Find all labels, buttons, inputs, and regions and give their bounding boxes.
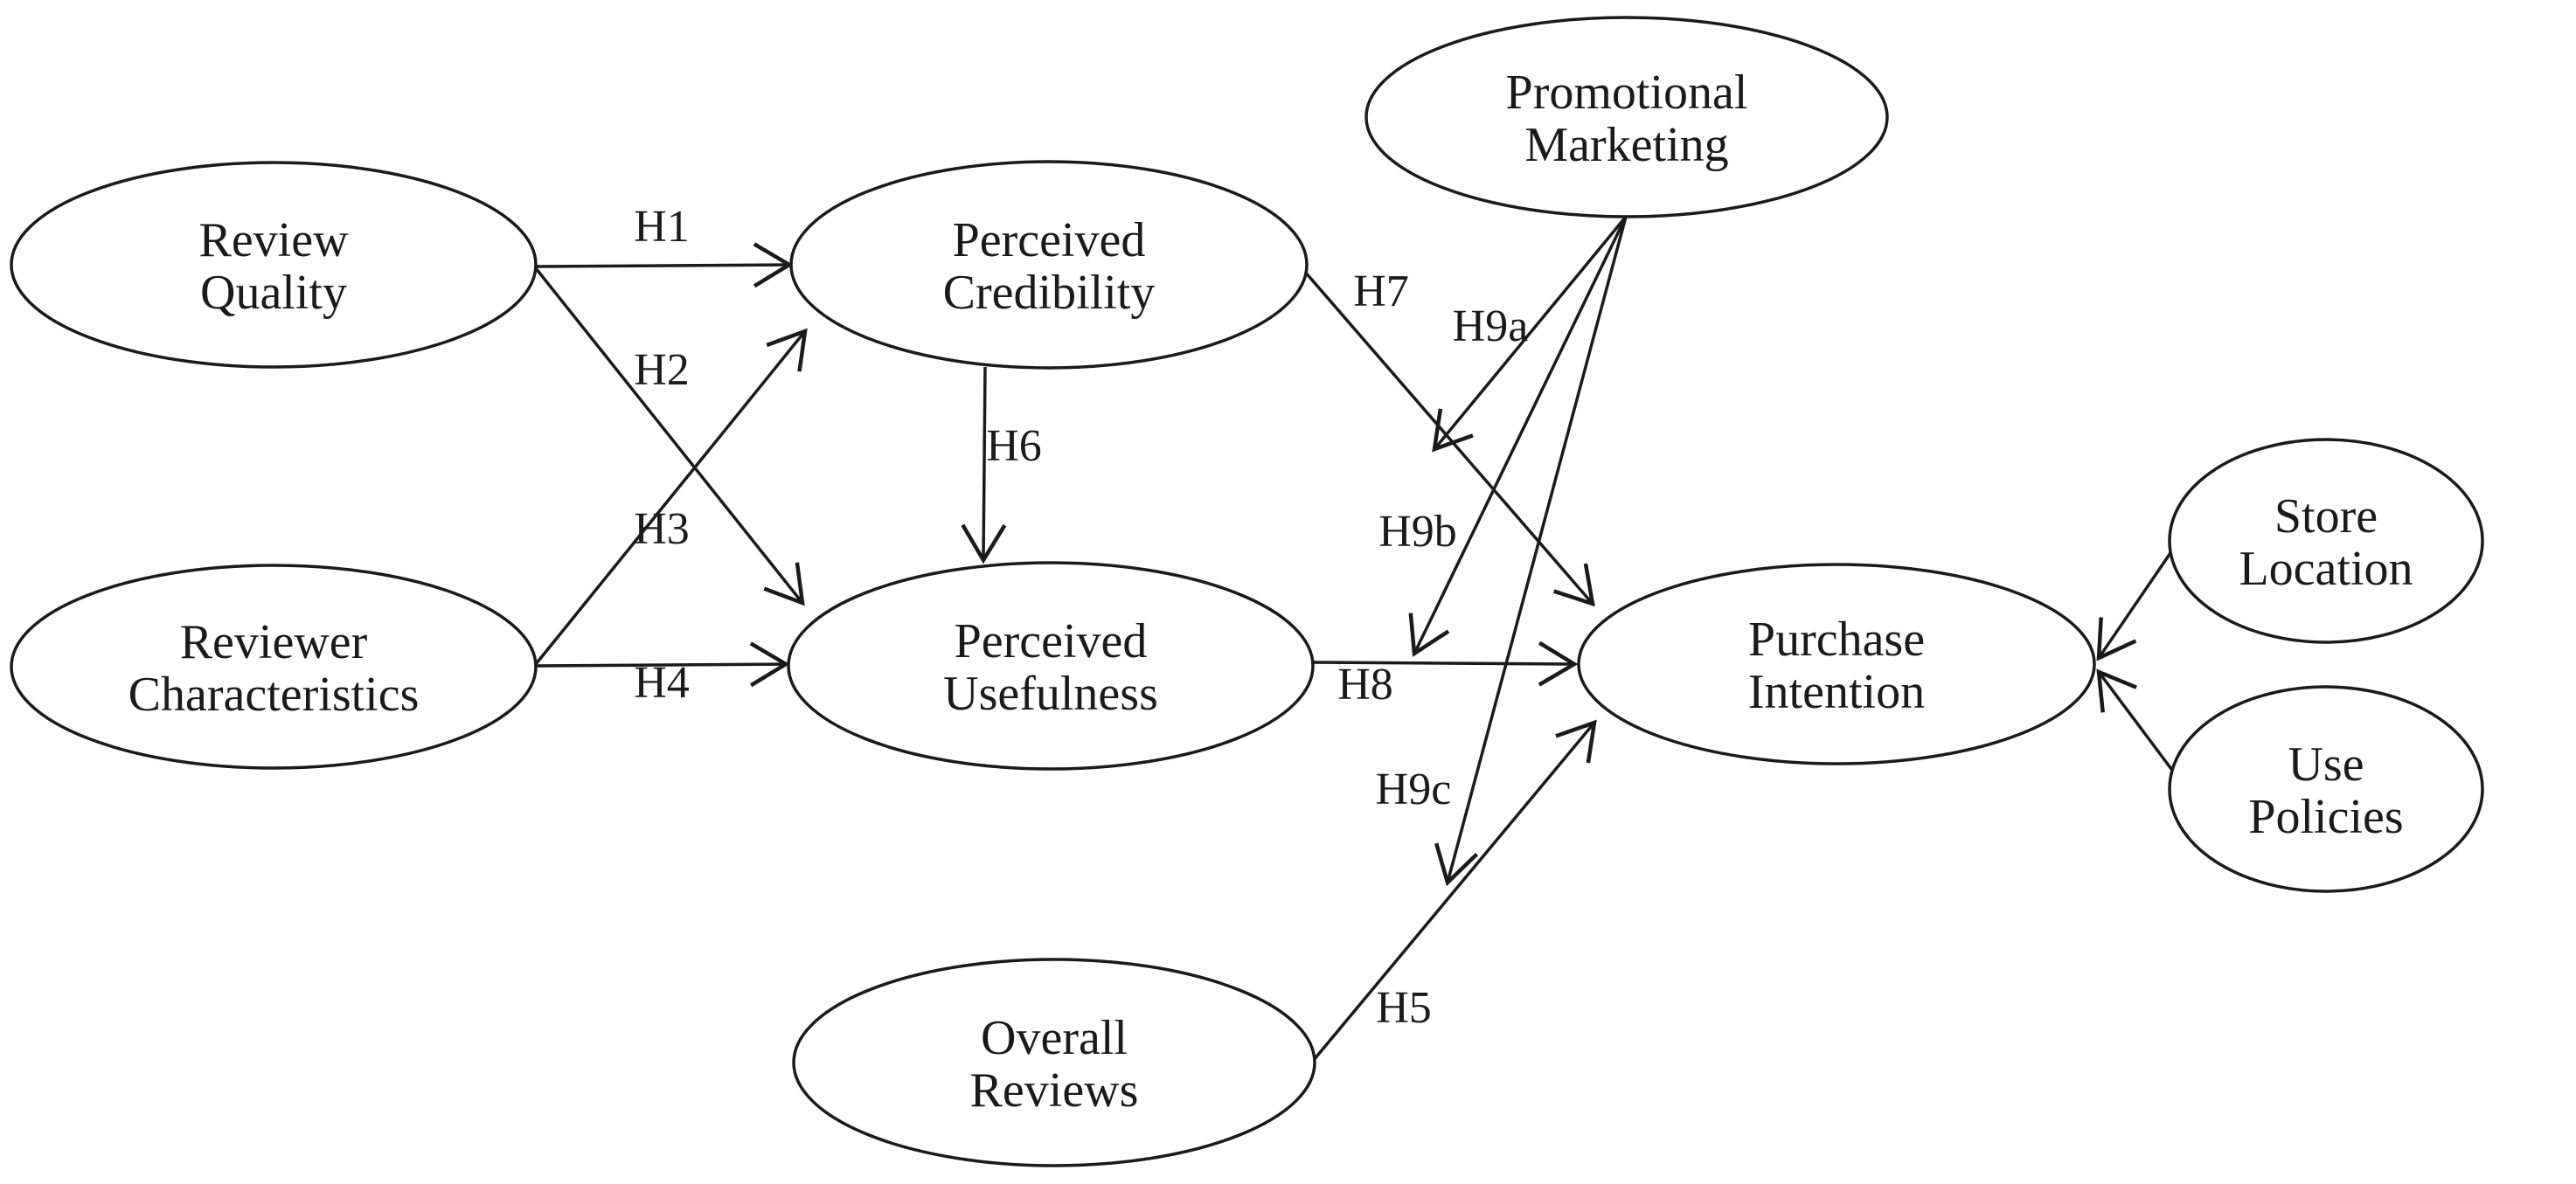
node-overall-reviews: Overall Reviews bbox=[792, 958, 1316, 1167]
label-h7: H7 bbox=[1353, 267, 1409, 316]
perceived-usefulness-label-line1: Perceived bbox=[955, 614, 1148, 668]
nodes-layer: Review Quality Reviewer Characteristics … bbox=[10, 16, 2484, 1167]
node-purchase-intention: Purchase Intention bbox=[1577, 563, 2096, 765]
label-h9b: H9b bbox=[1378, 507, 1457, 557]
review-quality-label-line1: Review bbox=[198, 213, 349, 267]
arrow-h3 bbox=[534, 328, 808, 666]
label-h8: H8 bbox=[1337, 660, 1393, 710]
node-use-policies: Use Policies bbox=[2168, 685, 2484, 893]
edges-layer bbox=[534, 215, 2176, 1062]
label-h5: H5 bbox=[1376, 983, 1432, 1033]
review-quality-ellipse bbox=[10, 161, 538, 369]
reviewer-characteristics-ellipse bbox=[10, 564, 538, 770]
arrow-h1 bbox=[535, 242, 794, 288]
overall-reviews-label-line2: Reviews bbox=[970, 1063, 1139, 1118]
promotional-marketing-label-line2: Marketing bbox=[1524, 118, 1728, 172]
overall-reviews-ellipse bbox=[792, 958, 1316, 1167]
promotional-marketing-ellipse bbox=[1364, 16, 1889, 218]
arrow-store-location bbox=[2096, 547, 2176, 661]
label-h2: H2 bbox=[634, 345, 690, 395]
node-reviewer-characteristics: Reviewer Characteristics bbox=[10, 564, 538, 770]
arrow-h8 bbox=[1312, 640, 1579, 687]
perceived-usefulness-label-line2: Usefulness bbox=[943, 667, 1158, 721]
use-policies-ellipse bbox=[2168, 685, 2484, 893]
purchase-intention-label-line2: Intention bbox=[1748, 665, 1925, 719]
overall-reviews-label-line1: Overall bbox=[981, 1011, 1128, 1065]
node-perceived-credibility: Perceived Credibility bbox=[789, 160, 1309, 370]
arrow-h6 bbox=[961, 366, 1007, 564]
use-policies-label-line1: Use bbox=[2288, 737, 2364, 792]
arrow-use-policies bbox=[2096, 668, 2176, 774]
reviewer-characteristics-label-line1: Reviewer bbox=[180, 615, 368, 669]
arrow-h9a bbox=[1432, 215, 1628, 453]
node-store-location: Store Location bbox=[2168, 438, 2484, 644]
node-review-quality: Review Quality bbox=[10, 161, 538, 369]
node-promotional-marketing: Promotional Marketing bbox=[1364, 16, 1889, 218]
label-h6: H6 bbox=[986, 421, 1042, 471]
perceived-credibility-ellipse bbox=[789, 160, 1309, 370]
arrow-h2 bbox=[534, 267, 805, 606]
perceived-credibility-label-line1: Perceived bbox=[953, 213, 1146, 267]
arrow-h4 bbox=[535, 641, 790, 688]
review-quality-label-line2: Quality bbox=[200, 266, 347, 320]
label-h9a: H9a bbox=[1453, 301, 1529, 351]
edge-labels-layer: H1 H2 H3 H4 H6 H7 H9a H9b H8 H9c H5 bbox=[634, 202, 1528, 1033]
perceived-credibility-label-line2: Credibility bbox=[943, 266, 1156, 320]
purchase-intention-ellipse bbox=[1577, 563, 2096, 765]
arrow-h5 bbox=[1312, 719, 1597, 1062]
label-h4: H4 bbox=[634, 658, 690, 708]
label-h9c: H9c bbox=[1376, 765, 1452, 814]
store-location-label-line2: Location bbox=[2239, 542, 2413, 596]
reviewer-characteristics-label-line2: Characteristics bbox=[128, 668, 420, 722]
promotional-marketing-label-line1: Promotional bbox=[1506, 66, 1748, 120]
label-h3: H3 bbox=[634, 504, 690, 554]
node-perceived-usefulness: Perceived Usefulness bbox=[787, 561, 1315, 771]
arrow-h9b bbox=[1408, 216, 1628, 657]
use-policies-label-line2: Policies bbox=[2248, 790, 2403, 844]
label-h1: H1 bbox=[634, 202, 690, 252]
purchase-intention-label-line1: Purchase bbox=[1748, 613, 1925, 667]
store-location-ellipse bbox=[2168, 438, 2484, 644]
perceived-usefulness-ellipse bbox=[787, 561, 1315, 771]
arrow-h9c bbox=[1434, 216, 1628, 887]
store-location-label-line1: Store bbox=[2274, 489, 2378, 544]
